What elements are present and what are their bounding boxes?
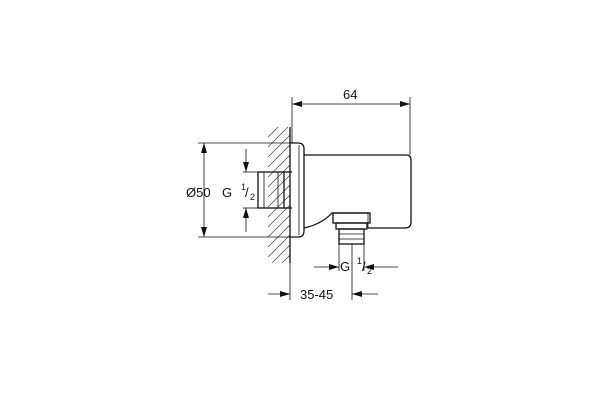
wall-flange	[290, 142, 305, 238]
width-dimension: 64	[291, 87, 411, 155]
depth-label: 35-45	[300, 287, 333, 302]
depth-dimension: 35-45	[268, 244, 378, 302]
outlet-body	[303, 154, 412, 229]
outlet-thread-dimension: G 1 / 2	[314, 244, 398, 276]
inlet-thread-prefix: G	[222, 185, 232, 200]
wall-hatching	[267, 126, 291, 264]
inlet-thread-dimension: G 1 / 2	[222, 149, 258, 232]
inlet-thread-numerator: 1	[241, 182, 246, 192]
outlet-thread-slash: /	[362, 259, 366, 274]
outlet-thread-numerator: 1	[357, 256, 362, 266]
diameter-dimension: Ø50	[186, 142, 298, 238]
outlet-nipple	[332, 212, 371, 245]
inlet-thread-slash: /	[245, 185, 249, 200]
outlet-thread-denominator: 2	[367, 266, 372, 276]
width-label: 64	[343, 87, 357, 102]
diameter-label: Ø50	[186, 185, 211, 200]
inlet-thread-denominator: 2	[250, 192, 255, 202]
inlet-nipple	[257, 171, 292, 209]
outlet-thread-prefix: G	[340, 259, 350, 274]
